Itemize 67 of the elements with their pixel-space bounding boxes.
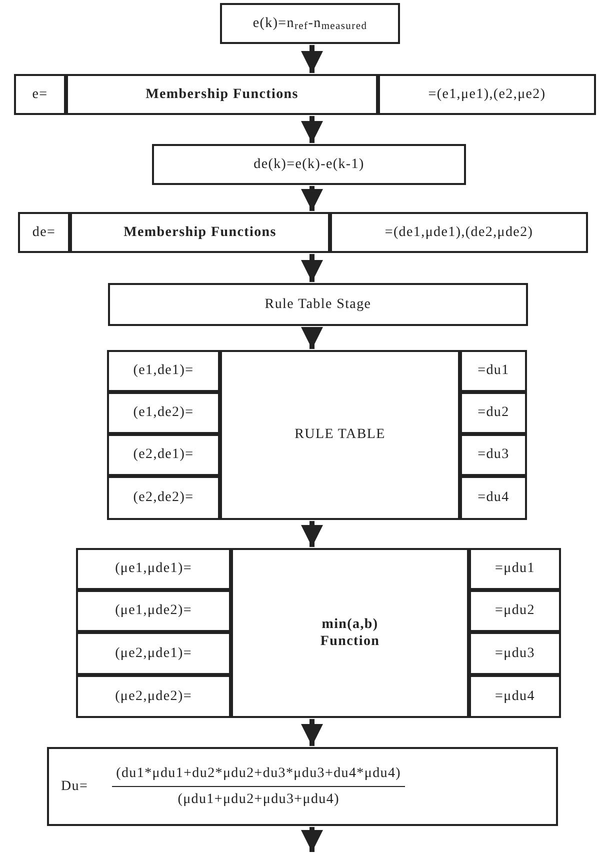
arrow [301, 116, 323, 143]
table-cell [469, 632, 561, 675]
formula-box [47, 747, 558, 826]
box-label: Membership Functions [146, 86, 298, 104]
box-label: RULE TABLE [294, 426, 386, 444]
process-box [14, 74, 66, 115]
box-label: =(de1,μde1),(de2,μde2) [384, 224, 534, 242]
formula-text: Du= [61, 778, 88, 796]
process-box [220, 3, 400, 44]
table-cell [76, 675, 231, 718]
table-cell [469, 590, 561, 632]
arrow [301, 186, 323, 211]
box-label: (e2,de1)= [133, 446, 194, 464]
arrow [301, 327, 323, 349]
box-label: (μe2,μde2)= [115, 688, 192, 706]
table-cell [76, 590, 231, 632]
box-label: =du2 [478, 404, 510, 422]
process-box [231, 548, 469, 718]
box-label: Rule Table Stage [264, 296, 372, 314]
table-cell [469, 548, 561, 590]
table-cell [460, 392, 527, 434]
table-cell [107, 350, 220, 392]
formula-text: (μdu1+μdu2+μdu3+μdu4) [178, 791, 340, 809]
box-label: de(k)=e(k)-e(k-1) [254, 156, 364, 174]
arrow [301, 719, 323, 746]
box-label: =μdu1 [495, 560, 535, 578]
table-cell [460, 476, 527, 520]
table-cell [107, 476, 220, 520]
table-cell [76, 548, 231, 590]
arrow [301, 521, 323, 547]
box-label: e(k)=n$_{ref}$-n$_{measured}$ [252, 14, 368, 32]
process-box [220, 350, 460, 520]
table-cell [460, 434, 527, 476]
box-label: (μe1,μde1)= [115, 560, 192, 578]
table-cell [469, 675, 561, 718]
box-label: min(a,b) [322, 616, 378, 633]
process-box [18, 212, 70, 253]
process-box [152, 144, 466, 185]
box-label: Membership Functions [124, 224, 276, 242]
box-label: =μdu4 [495, 688, 535, 706]
box-label: (e2,de2)= [133, 489, 194, 507]
table-cell [107, 392, 220, 434]
table-cell [460, 350, 527, 392]
process-box [108, 283, 528, 326]
box-label: =du1 [478, 362, 510, 380]
box-label: =μdu3 [495, 644, 535, 662]
arrow [301, 827, 323, 852]
process-box [330, 212, 588, 253]
box-label: (μe1,μde2)= [115, 602, 192, 620]
box-label: (e1,de1)= [133, 362, 194, 380]
box-label: =(e1,μe1),(e2,μe2) [428, 86, 546, 104]
table-cell [107, 434, 220, 476]
box-label: de= [32, 224, 56, 242]
box-label: =du4 [478, 489, 510, 507]
process-box [66, 74, 378, 115]
box-label: (e1,de2)= [133, 404, 194, 422]
box-label: e= [32, 86, 48, 104]
arrow [301, 254, 323, 282]
process-box [70, 212, 330, 253]
formula-text: (du1*μdu1+du2*μdu2+du3*μdu3+du4*μdu4) [115, 765, 402, 783]
box-label: Function [320, 633, 380, 650]
box-label: (μe2,μde1)= [115, 644, 192, 662]
table-cell [76, 632, 231, 675]
arrow [301, 45, 323, 73]
box-label: =μdu2 [495, 602, 535, 620]
process-box [378, 74, 596, 115]
box-label: =du3 [478, 446, 510, 464]
